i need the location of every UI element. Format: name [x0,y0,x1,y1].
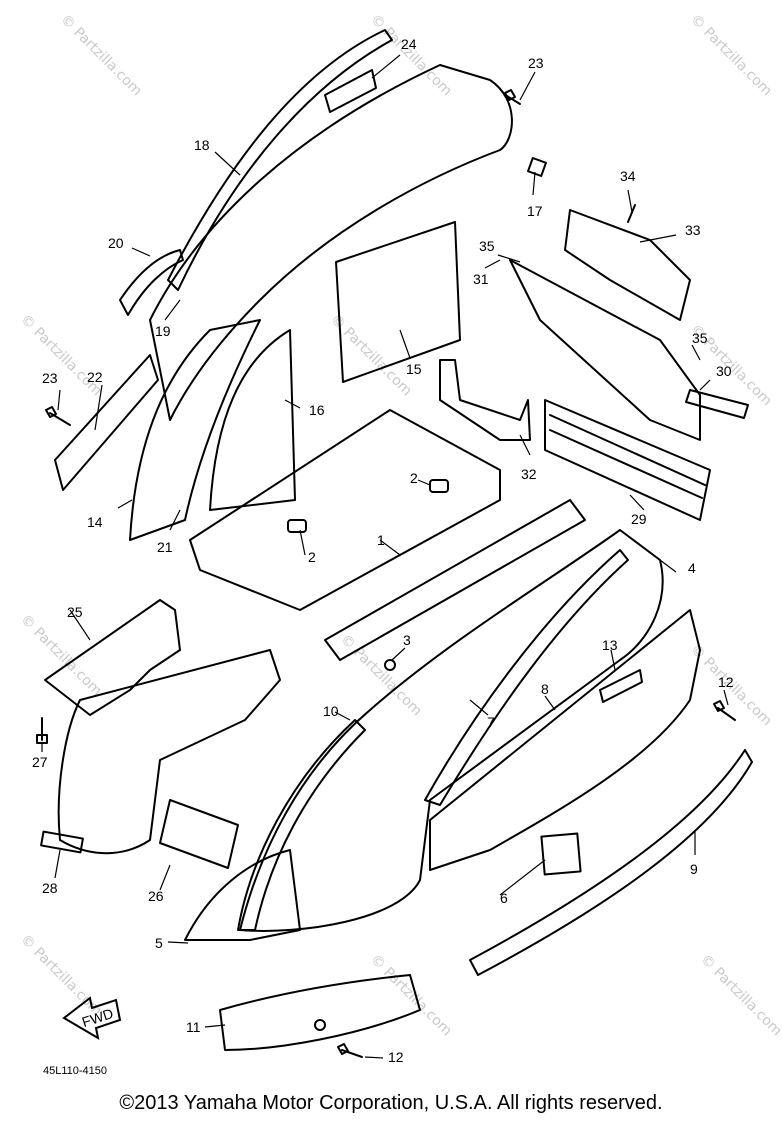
callout-5: 5 [155,935,163,951]
callout-2b: 2 [308,549,316,565]
callout-10: 10 [323,703,339,719]
watermark: © Partzilla.com [17,612,105,700]
part-29-grille [544,399,711,521]
callout-20: 20 [108,235,124,251]
part-30-bar [685,389,749,419]
callout-30: 30 [716,363,732,379]
drawing-code: 45L110-4150 [43,1065,107,1077]
part-27-screw [36,717,48,744]
callout-18: 18 [194,137,210,153]
part-28-emblem [40,830,84,854]
callout-6: 6 [500,890,508,906]
part-16-inner-cover [209,329,296,511]
watermark: © Partzilla.com [17,312,105,400]
part-11-hole [314,1019,326,1031]
parts-diagram: © Partzilla.com © Partzilla.com © Partzi… [17,12,782,1077]
callout-23: 23 [528,55,544,71]
callout-29: 29 [631,511,647,527]
callout-25: 25 [67,604,83,620]
part-18-top-trim [167,29,393,291]
part-3-screw [384,659,396,671]
part-2-clip [429,479,449,493]
callout-33: 33 [685,222,701,238]
callouts: 24 23 18 17 34 33 20 35 31 19 15 35 30 2… [32,36,734,1065]
part-21-inner-frame [189,409,501,611]
callout-12b: 12 [388,1049,404,1065]
callout-19: 19 [155,323,171,339]
part-23-bolt-b [45,406,71,426]
callout-13: 13 [602,637,618,653]
callout-24: 24 [401,36,417,52]
part-9-strip [469,749,753,976]
callout-9: 9 [690,861,698,877]
callout-17: 17 [527,203,543,219]
part-5-bottom-panel [184,849,301,941]
part-35-stay [509,259,701,441]
callout-7: 7 [487,714,495,730]
part-6-plate [540,832,582,876]
leader-lines [41,54,729,1059]
callout-2: 2 [410,470,418,486]
part-12-bolt-lower [337,1043,363,1058]
part-20-side-trim [119,249,184,316]
callout-4: 4 [688,560,696,576]
fwd-arrow-icon: FWD [62,996,122,1040]
callout-32: 32 [521,466,537,482]
copyright-footer: ©2013 Yamaha Motor Corporation, U.S.A. A… [119,1092,663,1114]
callout-8: 8 [541,681,549,697]
part-8-side-panel [429,609,701,871]
part-23-bolt [504,89,521,105]
part-19-side-cover [149,64,513,421]
callout-31: 31 [473,271,489,287]
callout-11: 11 [186,1019,201,1035]
part-13-emblem [599,669,643,703]
part-11-lower-guard [219,974,421,1051]
part-25-cover [57,649,281,855]
watermark: © Partzilla.com [687,12,775,100]
part-17-nut [527,157,547,177]
callout-28: 28 [42,880,58,896]
callout-22: 22 [87,369,103,385]
watermark: © Partzilla.com [697,952,782,1040]
callout-27: 27 [32,754,48,770]
part-4-lower-fairing [239,529,664,932]
part-25-front-panel [44,599,181,716]
callout-3: 3 [403,632,411,648]
part-7-molding [424,549,629,806]
callout-23b: 23 [42,370,58,386]
watermark: © Partzilla.com [367,12,455,100]
callout-15: 15 [406,361,422,377]
part-26-plate [159,799,239,869]
part-34-screw [627,204,636,223]
watermark: © Partzilla.com [367,952,455,1040]
part-24-emblem [324,69,377,113]
callout-34: 34 [620,168,636,184]
part-32-bracket [439,359,531,441]
part-14-side-panel [129,319,261,541]
part-1-rail [324,499,586,661]
part-22-trim-bar [54,354,159,491]
callout-35: 35 [479,238,495,254]
part-12-bolt [713,700,736,721]
callout-26: 26 [148,888,164,904]
callout-14: 14 [87,514,103,530]
part-15-panel [335,221,461,383]
callout-16: 16 [309,402,325,418]
callout-21: 21 [157,539,173,555]
part-33-bracket-box [564,209,691,321]
callout-1: 1 [377,532,385,548]
callout-35b: 35 [692,330,708,346]
part-2-clip-b [287,519,307,533]
watermark: © Partzilla.com [57,12,145,100]
callout-12: 12 [718,674,734,690]
part-10-molding [237,719,366,931]
